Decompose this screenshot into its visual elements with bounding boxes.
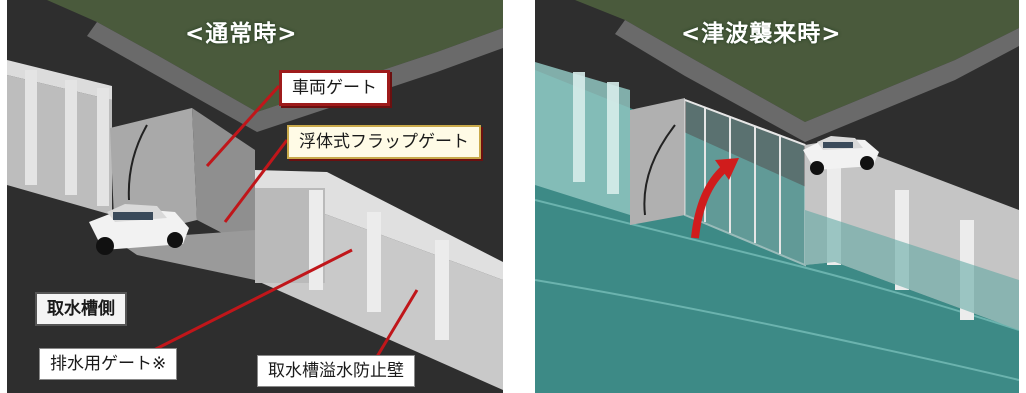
normal-time-illustration — [7, 0, 503, 393]
wall-pillar — [25, 70, 37, 185]
wall-pillar — [435, 240, 449, 340]
normal-time-panel: <通常時> 車両ゲート 浮体式フラップゲート 取水槽側 排水用ゲート※ 取水槽溢… — [7, 0, 503, 393]
gate-cable — [643, 124, 676, 216]
gate-cable — [127, 124, 148, 201]
leader-overflow-wall — [373, 289, 419, 361]
leader-lines — [141, 84, 419, 361]
wall-pillar — [65, 80, 77, 195]
lift-arrow-head — [715, 158, 739, 180]
lift-arrow — [691, 164, 728, 239]
gate-block — [630, 98, 685, 225]
raised-flap-gate — [684, 98, 806, 267]
curb — [87, 22, 503, 132]
gate-opening — [192, 108, 255, 250]
leader-flap-gate — [223, 139, 289, 223]
wall-pillar — [573, 72, 585, 182]
wall-pillar — [607, 82, 619, 194]
wave-line — [535, 279, 1019, 381]
wall-pillar — [309, 190, 323, 290]
intake-side-label: 取水槽側 — [35, 292, 127, 326]
curb — [615, 20, 1019, 142]
normal-time-title: <通常時> — [185, 21, 298, 47]
water-on-wall — [805, 210, 1019, 330]
floating-flap-gate-label: 浮体式フラップゲート — [287, 125, 481, 159]
drain-gate-label: 排水用ゲート※ — [39, 348, 178, 380]
grass-area — [47, 0, 503, 112]
vehicle — [803, 136, 879, 175]
tsunami-illustration — [535, 0, 1019, 393]
grass-area — [575, 0, 1019, 122]
leader-vehicle-gate — [205, 84, 281, 168]
overflow-wall-label: 取水槽溢水防止壁 — [257, 355, 415, 387]
wall-pillar — [367, 212, 381, 312]
vehicle-gate-label: 車両ゲート — [279, 70, 390, 106]
tsunami-title: <津波襲来時> — [681, 21, 842, 47]
wall-pillar — [97, 88, 109, 206]
leader-drain-gate — [141, 248, 353, 358]
tsunami-panel: <津波襲来時> — [535, 0, 1019, 393]
vehicle — [89, 204, 189, 255]
wave-line — [535, 199, 1019, 331]
